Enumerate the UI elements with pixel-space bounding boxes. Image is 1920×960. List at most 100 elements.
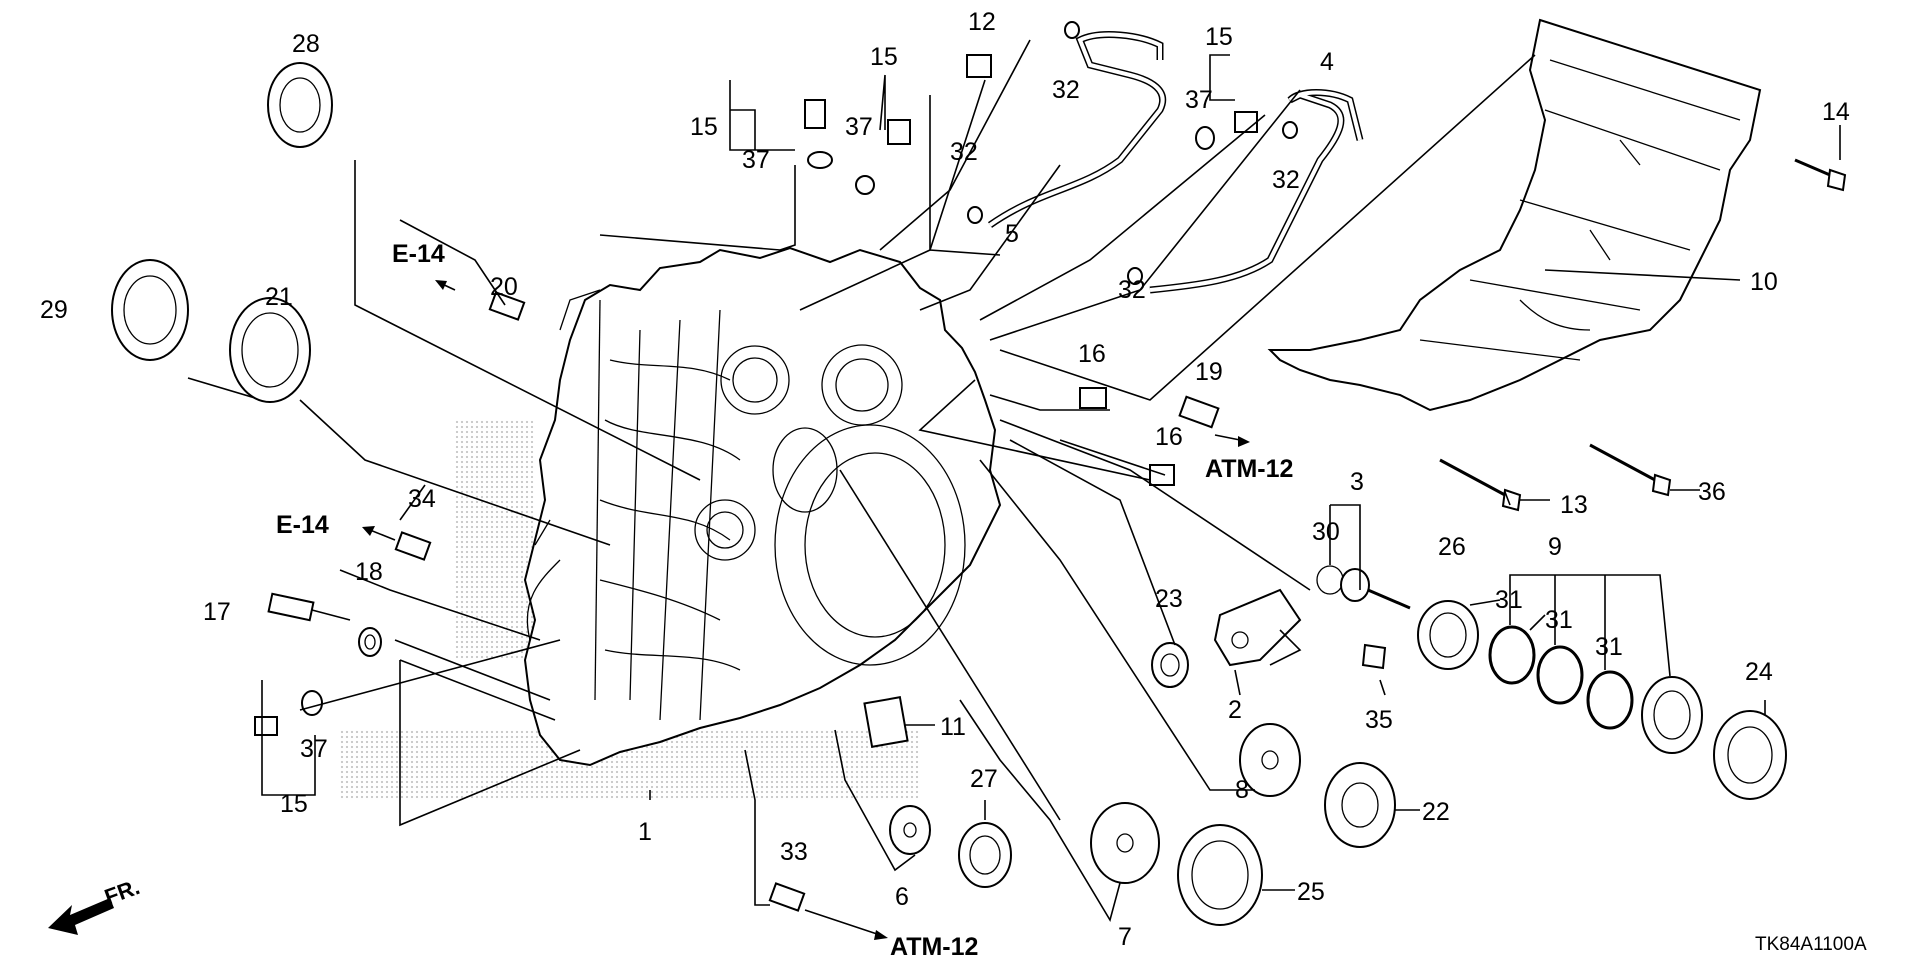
callout-3: 3 [1350,468,1364,496]
callout-18: 18 [355,558,383,586]
callout-36: 36 [1698,478,1726,506]
bearing-21 [229,297,311,403]
callout-2: 2 [1228,696,1242,724]
sensor-17 [267,592,351,622]
shim-6 [889,805,931,855]
reference-atm12-bottom: ATM-12 [890,933,978,960]
o-ring-30 [1316,565,1344,595]
bearing-22 [1324,762,1396,848]
callout-19: 19 [1195,358,1223,386]
callout-4: 4 [1320,48,1334,76]
callout-15d: 15 [280,790,308,818]
sleeve-9 [1641,676,1703,754]
seal-rings-31 [1488,625,1634,730]
pipe-3 [1340,568,1411,610]
callout-37c: 37 [1185,86,1213,114]
callout-32d: 32 [1118,276,1146,304]
bolt-35 [1361,643,1387,670]
callout-15b: 15 [870,43,898,71]
callout-37a: 37 [742,146,770,174]
shim-8 [1239,723,1301,797]
callout-29: 29 [40,296,68,324]
bracket-2 [1213,588,1302,667]
bolt-15-top-b [887,119,911,145]
reference-e14-mid: E-14 [276,511,329,539]
washer-18 [358,627,382,657]
callout-34: 34 [408,485,436,513]
callout-30: 30 [1312,518,1340,546]
callout-16a: 16 [1078,340,1106,368]
baffle-plate [1267,18,1762,412]
callout-32c: 32 [1272,166,1300,194]
leader-lines [187,39,1841,923]
front-direction-arrow: FR. [48,874,143,935]
bearing-24 [1713,710,1787,800]
callout-8: 8 [1235,776,1249,804]
callout-7: 7 [1118,923,1132,951]
callout-31c: 31 [1595,633,1623,661]
oil-pipe-4 [1149,89,1364,294]
front-label: FR. [101,874,143,910]
callout-31a: 31 [1495,586,1523,614]
callout-5: 5 [1005,220,1019,248]
bolt-15-top-c [1234,111,1258,133]
callout-37b: 37 [845,113,873,141]
callout-15c: 15 [1205,23,1233,51]
dowel-pin-33 [768,882,806,912]
dowel-pin-20 [488,291,526,321]
bolt-16-lower [1149,464,1175,486]
bolt-14 [1794,158,1847,192]
callout-12: 12 [968,8,996,36]
bolt-13 [1439,458,1522,512]
callout-15a: 15 [690,113,718,141]
oil-seal-29 [111,259,189,361]
callout-21: 21 [265,283,293,311]
bolt-36 [1589,443,1672,497]
callout-6: 6 [895,883,909,911]
reference-arrows [362,280,1250,940]
reference-e14-top: E-14 [392,240,445,268]
washers-32-37 [807,21,1298,285]
bolt-16-upper [1079,387,1107,409]
sensor-11 [863,696,909,748]
callout-32a: 32 [1052,76,1080,104]
callout-14: 14 [1822,98,1850,126]
callout-25: 25 [1297,878,1325,906]
callout-35: 35 [1365,706,1393,734]
callout-31b: 31 [1545,606,1573,634]
callout-27: 27 [970,765,998,793]
callout-9: 9 [1548,533,1562,561]
washer-37-left [301,690,323,716]
transmission-case [523,246,1002,767]
callout-32b: 32 [950,138,978,166]
callout-33: 33 [780,838,808,866]
callout-23: 23 [1155,585,1183,613]
callout-13: 13 [1560,491,1588,519]
bearing-26 [1417,600,1479,670]
callout-37d: 37 [300,735,328,763]
callout-11: 11 [940,713,966,741]
diagram-code: TK84A1100A [1755,934,1867,955]
reference-atm12-right: ATM-12 [1205,455,1293,483]
shim-7 [1090,802,1160,884]
callout-20: 20 [490,273,518,301]
bolt-15-left [254,716,278,736]
callout-22: 22 [1422,798,1450,826]
callout-10: 10 [1750,268,1778,296]
bearing-27 [958,822,1012,888]
dowel-pin-34 [394,531,432,561]
callout-26: 26 [1438,533,1466,561]
bearing-25 [1177,824,1263,926]
bolt-12 [966,54,992,78]
callout-24: 24 [1745,658,1773,686]
callout-1: 1 [638,818,652,846]
callout-numbers: 1 2 3 4 5 6 7 8 9 10 11 12 13 14 15 15 1… [40,8,1850,951]
bolt-15-top-a [804,99,826,129]
oil-pipe-5 [987,31,1167,228]
callout-17: 17 [203,598,231,626]
callout-28: 28 [292,30,320,58]
bearing-23 [1151,642,1189,688]
callout-16b: 16 [1155,423,1183,451]
dowel-pin-19 [1178,395,1220,429]
